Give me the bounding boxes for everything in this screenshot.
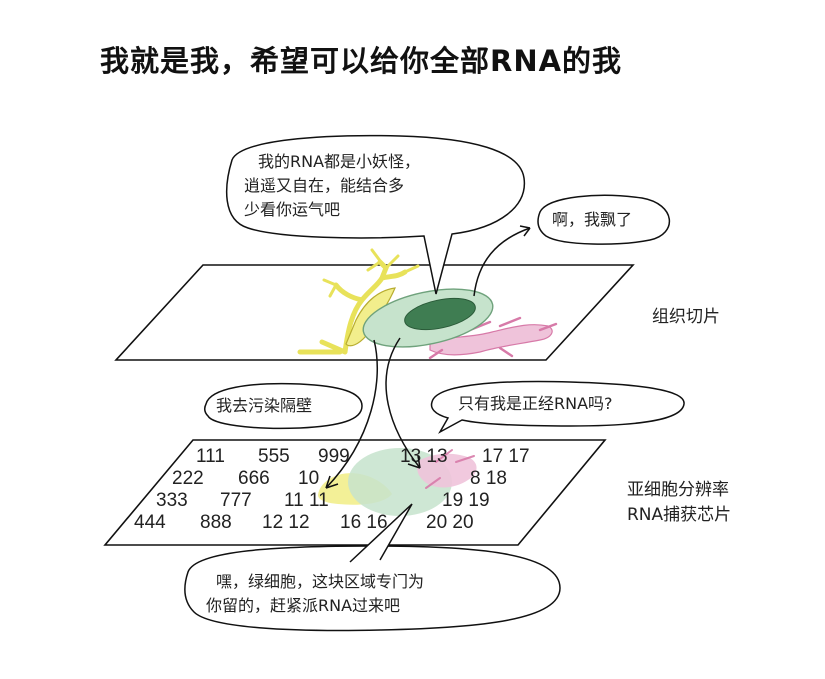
bubble-top-line-2: 逍遥又自在，能结合多 — [244, 174, 404, 197]
chip-label-line-2: RNA捕获芯片 — [627, 503, 731, 527]
bubble-bottom-line-2: 你留的，赶紧派RNA过来吧 — [206, 594, 400, 617]
chip-number: 19 19 — [442, 490, 490, 511]
chip-number: 20 20 — [426, 512, 474, 533]
chip-number: 16 16 — [340, 512, 388, 533]
bubble-float-text: 啊，我飘了 — [552, 208, 632, 231]
chip-number: 555 — [258, 446, 290, 467]
bubble-top-line-3: 少看你运气吧 — [244, 198, 340, 221]
bubble-pollute-text: 我去污染隔壁 — [216, 394, 312, 417]
chip-number: 444 — [134, 512, 166, 533]
bubble-top-line-1: 我的RNA都是小妖怪， — [258, 150, 420, 173]
chip-number: 333 — [156, 490, 188, 511]
chip-label-line-1: 亚细胞分辨率 — [627, 478, 729, 502]
chip-number: 222 — [172, 468, 204, 489]
chip-number: 666 — [238, 468, 270, 489]
chip-number: 888 — [200, 512, 232, 533]
chip-number: 12 12 — [262, 512, 310, 533]
chip-number: 111 — [196, 446, 225, 467]
float-arrow — [474, 228, 530, 296]
chip-number: 8 18 — [470, 468, 507, 489]
chip-number: 777 — [220, 490, 252, 511]
chip-number: 11 11 — [284, 490, 329, 511]
tissue-slice-label: 组织切片 — [652, 305, 720, 329]
bubble-proper-text: 只有我是正经RNA吗? — [458, 392, 613, 415]
chip-number: 10 — [298, 468, 319, 489]
chip-number: 17 17 — [482, 446, 530, 467]
bubble-bottom-line-1: 嘿，绿细胞，这块区域专门为 — [216, 570, 424, 593]
